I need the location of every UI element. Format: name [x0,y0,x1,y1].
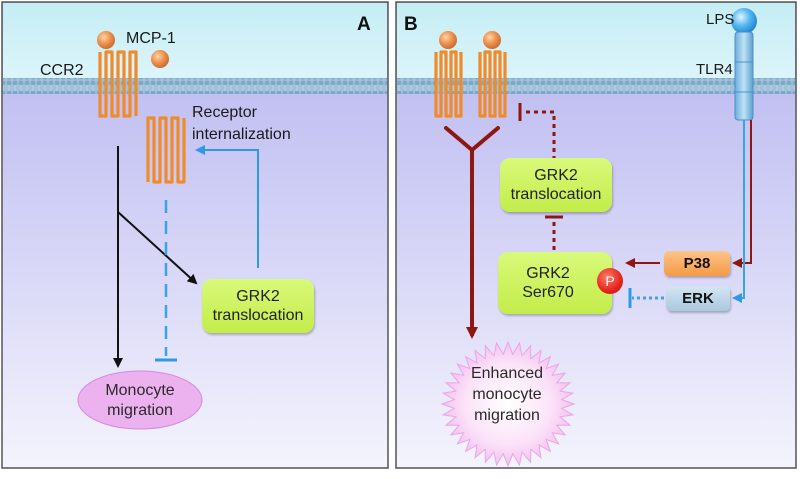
erk-box: ERK [666,286,730,311]
phosphorylation-marker: P [597,268,623,294]
panel-a-letter: A [357,14,371,35]
arrow-to-grk2-translocation [117,211,198,285]
tlr4-label: TLR4 [696,61,733,78]
internalized-receptor [146,116,186,184]
arrow-grk2-to-internalization [195,145,259,268]
mcp1-ligand [483,31,501,49]
mcp1-ligand [151,50,169,68]
ccr2-receptor [434,50,507,118]
p38-box: P38 [664,251,730,276]
mcp1-label: MCP-1 [126,30,176,47]
lps-ligand [731,8,757,34]
tlr4-receptor [734,31,754,121]
mcp1-ligand [439,31,457,49]
lps-label: LPS [706,11,735,28]
receptor-internalization-label: Receptor internalization [192,104,291,143]
inhibition-grk2-to-receptor [525,110,556,160]
mcp1-ligand [97,31,115,49]
arrow-tlr4-to-p38 [732,120,752,268]
cell-membrane [3,78,387,94]
ccr2-label: CCR2 [40,62,84,79]
enhanced-migration-burst [440,340,576,468]
arrow-tlr4-to-erk [732,120,745,303]
monocyte-migration-ellipse [77,370,203,430]
ccr2-receptor [98,50,138,118]
panel-b-letter: B [404,14,418,35]
